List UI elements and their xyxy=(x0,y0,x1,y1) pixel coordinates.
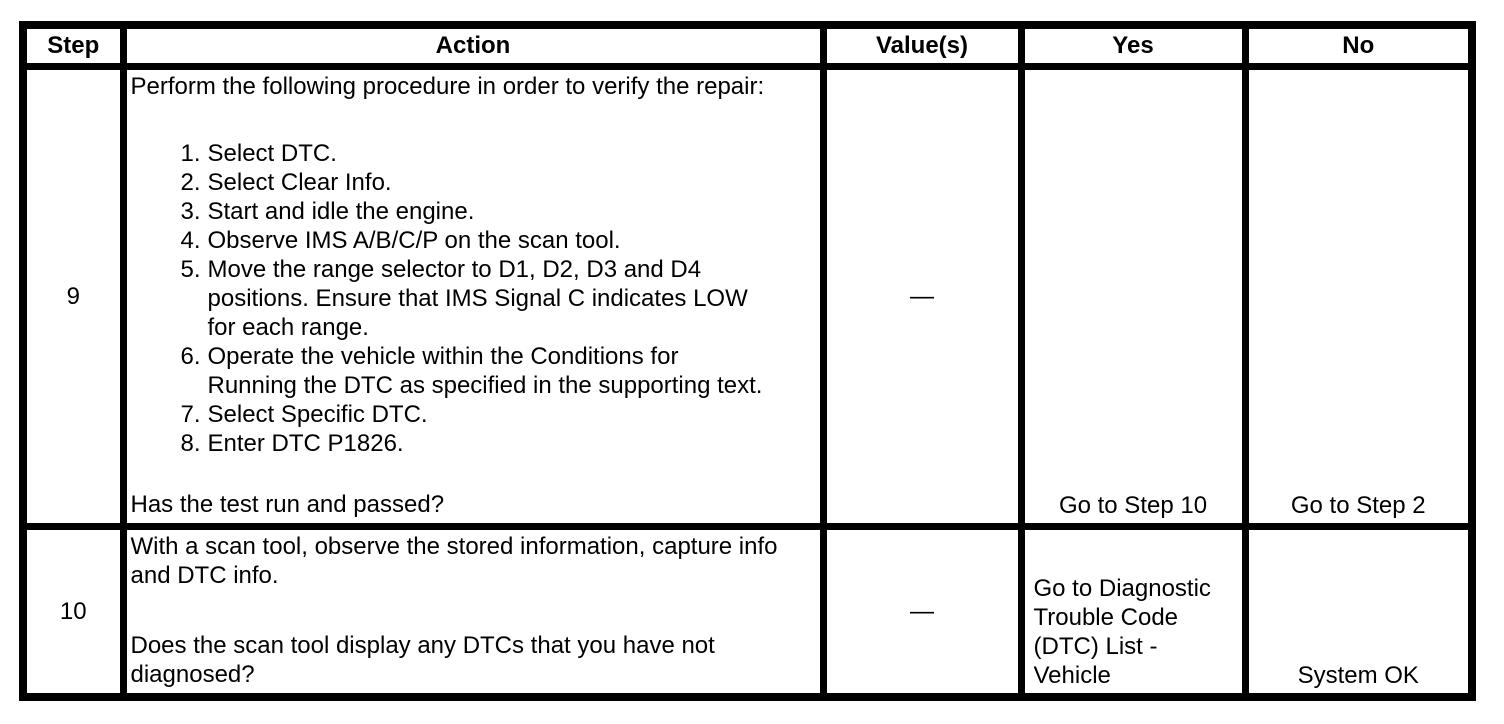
list-item-text: Select Clear Info. xyxy=(207,168,392,196)
header-no: No xyxy=(1241,21,1476,70)
list-item: 2. Select Clear Info. xyxy=(181,168,768,197)
list-item-text: Enter DTC P1826. xyxy=(207,429,404,457)
header-action: Action xyxy=(119,21,827,70)
action-question: Does the scan tool display any DTCs that… xyxy=(130,632,715,688)
list-item: 1. Select DTC. xyxy=(181,139,768,168)
action-paragraph: With a scan tool, observe the stored inf… xyxy=(130,532,778,589)
list-item-text: Operate the vehicle within the Condition… xyxy=(207,342,763,399)
header-yes: Yes xyxy=(1017,21,1249,70)
value-cell: — xyxy=(819,522,1025,701)
list-item: 4. Observe IMS A/B/C/P on the scan tool. xyxy=(181,226,768,255)
list-item-number: 6. xyxy=(180,342,201,370)
value-cell: — xyxy=(819,62,1025,530)
list-item-text: Move the range selector to D1, D2, D3 an… xyxy=(207,255,748,341)
list-item-text: Start and idle the engine. xyxy=(207,197,475,225)
table-row-step-10: 10 With a scan tool, observe the stored … xyxy=(19,522,1476,701)
step-number: 10 xyxy=(19,522,127,701)
header-step: Step xyxy=(19,21,127,70)
list-item: 5. Move the range selector to D1, D2, D3… xyxy=(181,255,768,342)
no-cell: System OK xyxy=(1241,522,1476,701)
step-number: 9 xyxy=(19,62,127,530)
list-item: 6. Operate the vehicle within the Condit… xyxy=(181,342,768,400)
list-item: 3. Start and idle the engine. xyxy=(181,197,768,226)
yes-cell: Go to Step 10 xyxy=(1017,62,1249,530)
list-item-text: Observe IMS A/B/C/P on the scan tool. xyxy=(207,226,621,254)
list-item: 7. Select Specific DTC. xyxy=(181,400,768,429)
no-cell: Go to Step 2 xyxy=(1241,62,1476,530)
diagnostic-table: Step Action Value(s) Yes No 9 Perform th… xyxy=(19,21,1476,701)
list-item: 8. Enter DTC P1826. xyxy=(181,429,768,458)
list-item-text: Select Specific DTC. xyxy=(207,400,428,428)
list-item-number: 8. xyxy=(180,429,201,457)
table-row-step-9: 9 Perform the following procedure in ord… xyxy=(19,62,1476,530)
list-item-number: 4. xyxy=(180,226,201,254)
yes-cell: Go to Diagnostic Trouble Code (DTC) List… xyxy=(1017,522,1249,701)
list-item-number: 2. xyxy=(180,168,201,196)
action-intro: Perform the following procedure in order… xyxy=(130,72,765,100)
action-cell: With a scan tool, observe the stored inf… xyxy=(119,522,827,701)
list-item-number: 1. xyxy=(180,139,201,167)
header-row: Step Action Value(s) Yes No xyxy=(19,21,1476,70)
action-cell: Perform the following procedure in order… xyxy=(119,62,827,530)
list-item-text: Select DTC. xyxy=(207,139,337,167)
header-values: Value(s) xyxy=(819,21,1025,70)
action-list: 1. Select DTC. 2. Select Clear Info. 3. … xyxy=(181,139,768,458)
action-question: Has the test run and passed? xyxy=(130,490,445,518)
list-item-number: 5. xyxy=(180,255,201,283)
list-item-number: 7. xyxy=(180,400,201,428)
list-item-number: 3. xyxy=(180,197,201,225)
